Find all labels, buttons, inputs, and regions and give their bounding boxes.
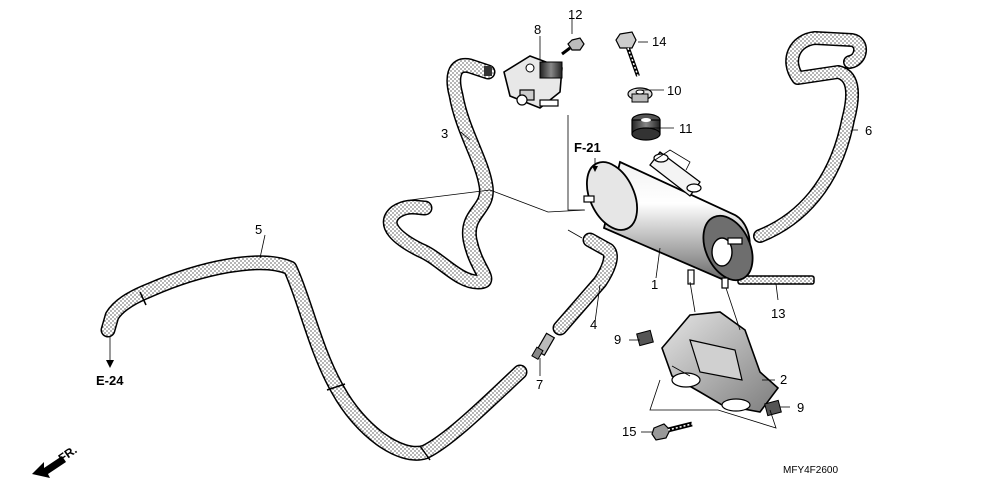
leader-lines	[109, 18, 858, 433]
joint-7	[531, 332, 556, 361]
callout-9-upper: 9	[614, 332, 622, 347]
ref-e24: E-24	[96, 373, 124, 388]
callout-11: 11	[679, 121, 693, 136]
callout-6: 6	[865, 123, 873, 138]
callout-3: 3	[441, 126, 449, 141]
callout-15: 15	[622, 424, 637, 439]
callout-1: 1	[651, 277, 659, 292]
callout-14: 14	[652, 34, 667, 49]
nut-9-upper	[636, 329, 654, 347]
e24-arrow	[106, 360, 114, 368]
callout-9-lower: 9	[797, 400, 805, 415]
ref-f21: F-21	[574, 140, 601, 155]
callout-2: 2	[780, 372, 788, 387]
bracket-2	[661, 311, 780, 413]
callout-8: 8	[534, 22, 542, 37]
bolt-12	[561, 37, 585, 56]
hose-13	[737, 275, 815, 285]
callout-4: 4	[590, 317, 598, 332]
hose-4	[552, 232, 618, 336]
grommet-11	[631, 113, 661, 141]
bolt-15	[651, 421, 693, 441]
hose-3	[382, 58, 496, 290]
valve-8	[503, 55, 563, 109]
collar-10	[627, 87, 653, 103]
front-arrow-icon	[32, 456, 66, 478]
callout-13: 13	[771, 306, 786, 321]
nut-9-lower	[764, 399, 782, 417]
callout-7: 7	[536, 377, 544, 392]
callout-10: 10	[667, 83, 682, 98]
canister-1	[583, 151, 754, 289]
diagram-code: MFY4F2600	[783, 465, 839, 476]
callout-5: 5	[255, 222, 263, 237]
bolt-14	[615, 31, 640, 77]
hose-5	[100, 255, 528, 461]
callout-12: 12	[568, 7, 583, 22]
hose-6	[753, 31, 867, 243]
